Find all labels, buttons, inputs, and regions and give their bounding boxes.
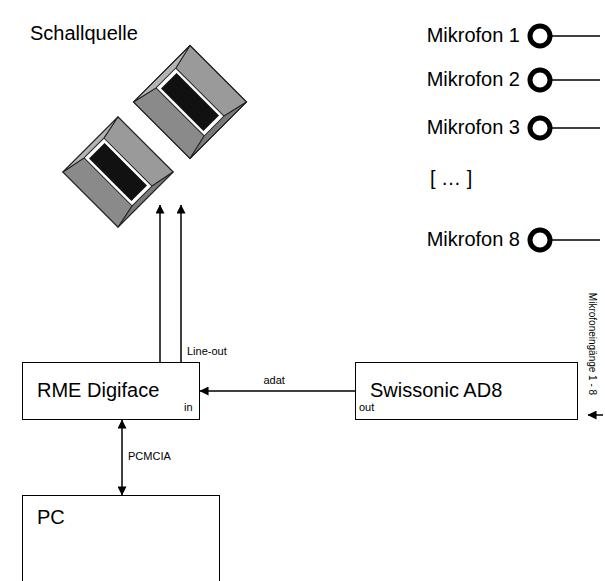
connector-arrow	[180, 205, 182, 362]
edge-label: Line-out	[187, 345, 227, 357]
connector-arrow	[121, 420, 123, 495]
input-arrow	[588, 414, 603, 416]
microphone-label: Mikrofon 3	[427, 116, 520, 139]
microphone-wire	[552, 35, 600, 37]
microphone-wire	[552, 127, 600, 129]
microphone-symbol	[530, 230, 550, 250]
input-label: Mikrofoneingänge 1 - 8	[586, 289, 598, 399]
port-label: in	[184, 401, 193, 413]
computer: PC	[22, 495, 220, 581]
node-label: RME Digiface	[37, 379, 159, 402]
node-label: PC	[37, 506, 65, 529]
microphone-symbol	[530, 26, 550, 46]
sound-source: Schallquelle	[25, 22, 255, 205]
connector-arrow	[200, 390, 355, 392]
microphone-wire	[552, 239, 600, 241]
microphone-label: Mikrofon 8	[427, 228, 520, 251]
edge-label: PCMCIA	[128, 450, 171, 462]
node-label: Schallquelle	[30, 22, 138, 45]
ad-converter: Swissonic AD8	[355, 362, 578, 420]
edge-label: adat	[264, 374, 285, 386]
port-label: out	[359, 401, 374, 413]
microphone-label: Mikrofon 1	[427, 24, 520, 47]
microphone-symbol	[530, 118, 550, 138]
speaker-illustration	[25, 22, 285, 252]
microphone-label: Mikrofon 2	[427, 68, 520, 91]
audio-interface: RME Digiface	[22, 362, 200, 420]
node-label: Swissonic AD8	[370, 379, 502, 402]
microphone-symbol	[530, 70, 550, 90]
microphone-wire	[552, 79, 600, 81]
connector-arrow	[159, 205, 161, 362]
ellipsis: [ … ]	[430, 167, 472, 190]
